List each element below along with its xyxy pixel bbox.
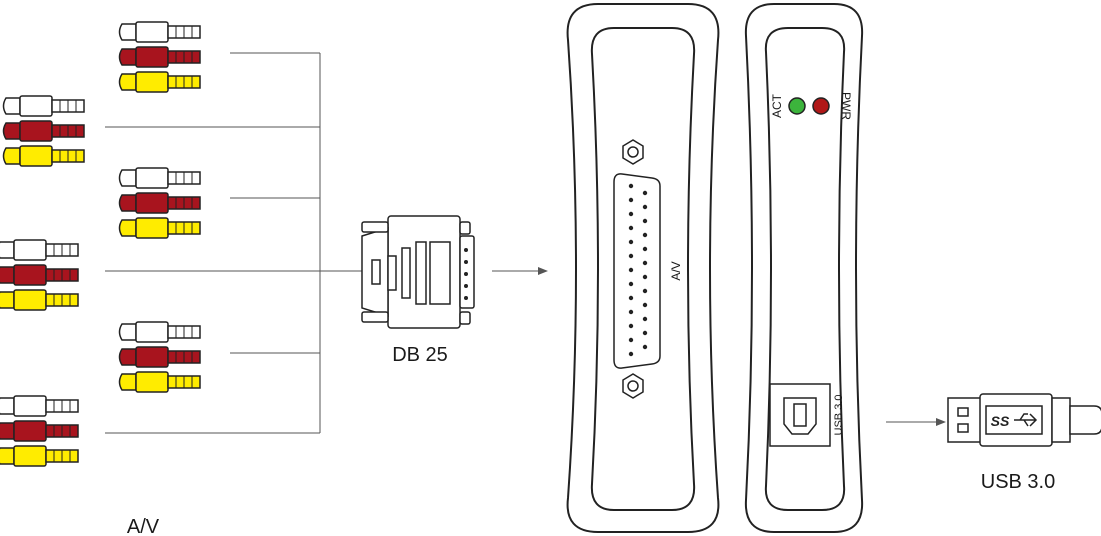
usb-port-label: USB 3.0 xyxy=(833,395,845,436)
rca-plug-icon xyxy=(118,46,201,68)
rca-plug-icon xyxy=(118,371,201,393)
rca-plug-group xyxy=(0,395,79,467)
usb-b-port-icon xyxy=(769,383,831,447)
rca-plug-group xyxy=(118,167,201,239)
db25-label: DB 25 xyxy=(392,344,448,366)
db25-pin xyxy=(642,246,648,252)
db25-pin xyxy=(628,239,634,245)
rca-plug-icon xyxy=(0,289,79,311)
db25-pin xyxy=(642,260,648,266)
db25-pin xyxy=(628,197,634,203)
rca-plug-icon xyxy=(118,217,201,239)
db25-connector-icon xyxy=(361,215,475,329)
rca-plug-icon xyxy=(2,95,85,117)
db25-pin xyxy=(642,218,648,224)
rca-plug-icon xyxy=(0,445,79,467)
rca-plug-group xyxy=(0,239,79,311)
db25-pin xyxy=(642,330,648,336)
rca-plug-icon xyxy=(0,239,79,261)
rca-plug-icon xyxy=(118,71,201,93)
act-label: ACT xyxy=(770,93,784,118)
rca-plug-icon xyxy=(118,167,201,189)
db25-pin xyxy=(628,351,634,357)
panel-av-label: A/V xyxy=(669,261,683,280)
db25-pin xyxy=(628,267,634,273)
db25-pin xyxy=(628,281,634,287)
rca-plug-group xyxy=(118,21,201,93)
rca-plug-icon xyxy=(2,120,85,142)
rca-plug-group xyxy=(2,95,85,167)
db25-pin xyxy=(642,288,648,294)
act-led-icon xyxy=(788,97,806,115)
db25-port-icon xyxy=(613,139,661,399)
db25-pin xyxy=(628,309,634,315)
db25-pin xyxy=(628,183,634,189)
rca-plug-icon xyxy=(0,395,79,417)
usb-a-plug-icon: SS xyxy=(947,393,1101,447)
av-input-label: A/V xyxy=(127,516,160,536)
db25-pin xyxy=(642,204,648,210)
db25-pin xyxy=(642,232,648,238)
db25-pin xyxy=(628,211,634,217)
db25-pin xyxy=(628,323,634,329)
connection-lines xyxy=(105,52,946,434)
rca-plug-icon xyxy=(118,346,201,368)
pwr-led-icon xyxy=(812,97,830,115)
db25-pin xyxy=(628,295,634,301)
pwr-label: PWR xyxy=(839,92,853,120)
rca-plug-icon xyxy=(0,264,79,286)
db25-pin xyxy=(628,253,634,259)
db25-pin xyxy=(642,190,648,196)
rca-plug-icon xyxy=(2,145,85,167)
device-back-panel xyxy=(744,3,864,533)
db25-pin xyxy=(642,302,648,308)
rca-plug-groups xyxy=(0,21,201,467)
rca-plug-group xyxy=(118,321,201,393)
db25-pin xyxy=(628,225,634,231)
rca-plug-icon xyxy=(118,192,201,214)
db25-pin xyxy=(642,316,648,322)
rca-plug-icon xyxy=(0,420,79,442)
db25-pin xyxy=(628,337,634,343)
db25-pin xyxy=(642,344,648,350)
usb-cable-label: USB 3.0 xyxy=(981,471,1055,493)
usb-ss-logo: SS xyxy=(991,413,1010,429)
rca-plug-icon xyxy=(118,21,201,43)
db25-pin xyxy=(642,274,648,280)
rca-plug-icon xyxy=(118,321,201,343)
